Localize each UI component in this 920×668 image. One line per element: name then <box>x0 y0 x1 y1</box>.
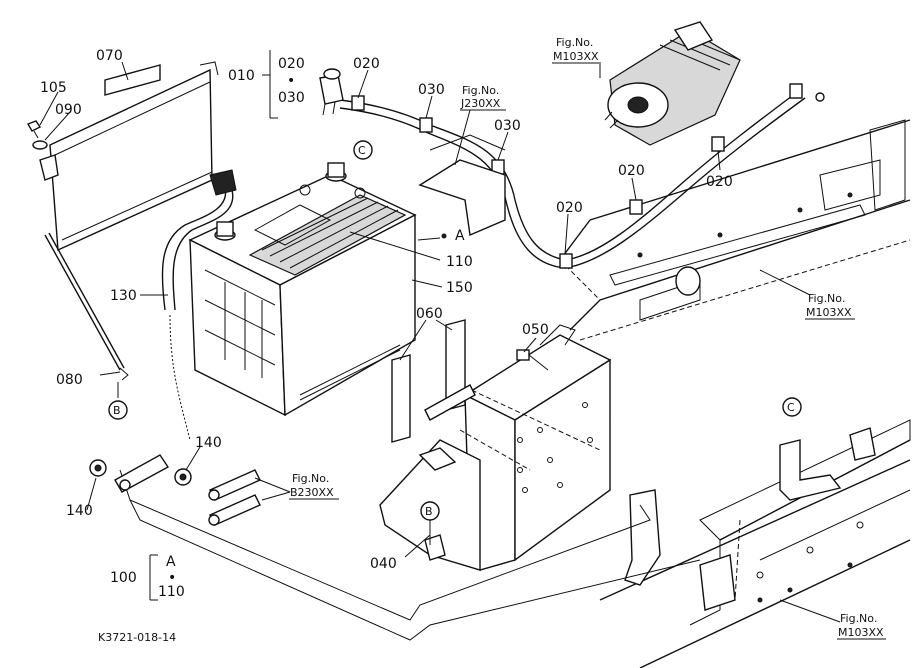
harness-cable <box>319 68 806 269</box>
svg-text:Fig.No.: Fig.No. <box>462 84 499 97</box>
svg-text:B: B <box>425 505 433 518</box>
label-100: 100 <box>110 570 137 586</box>
fig-ref-m103-bot: Fig.No. M103XX <box>837 612 886 640</box>
svg-text:C: C <box>358 144 366 157</box>
label-020-b: 020 <box>618 163 645 179</box>
label-080: 080 <box>56 372 83 388</box>
label-070: 070 <box>96 48 123 64</box>
svg-text:M103XX: M103XX <box>553 50 599 63</box>
svg-text:B: B <box>113 404 121 417</box>
label-020-top: 020 <box>353 56 380 72</box>
label-130: 130 <box>110 288 137 304</box>
svg-text:M103XX: M103XX <box>838 626 884 639</box>
leader-lines <box>39 50 841 623</box>
washer-090-icon <box>32 140 48 150</box>
label-010-030: 030 <box>278 90 305 106</box>
callout-b-center: B <box>420 501 440 521</box>
battery <box>188 162 417 417</box>
fig-ref-m103-top: Fig.No. M103XX <box>552 36 601 64</box>
bracket-j230 <box>418 134 506 237</box>
label-010-020: 020 <box>278 56 305 72</box>
label-010-dot: • <box>287 73 295 89</box>
label-140-right: 140 <box>195 435 222 451</box>
label-040: 040 <box>370 556 397 572</box>
label-140-left: 140 <box>66 503 93 519</box>
svg-text:M103XX: M103XX <box>806 306 852 319</box>
label-110: 110 <box>446 254 473 270</box>
label-150: 150 <box>446 280 473 296</box>
callout-c-top: C <box>353 140 373 160</box>
label-020-c: 020 <box>706 174 733 190</box>
tractor-frame <box>119 119 911 668</box>
terminal-right-140 <box>174 468 261 526</box>
label-105: 105 <box>40 80 67 96</box>
label-A: A <box>455 228 465 244</box>
starter-motor <box>604 21 825 146</box>
callout-c-right: C <box>782 397 802 417</box>
label-090: 090 <box>55 102 82 118</box>
svg-text:Fig.No.: Fig.No. <box>556 36 593 49</box>
fig-ref-j230: Fig.No. J230XX <box>460 84 506 111</box>
svg-text:B230XX: B230XX <box>290 486 334 499</box>
callout-b-left: B <box>108 400 128 420</box>
diagram-code: K3721-018-14 <box>98 631 176 644</box>
label-030-mid: 030 <box>418 82 445 98</box>
terminal-left-140 <box>89 454 170 493</box>
svg-text:Fig.No.: Fig.No. <box>840 612 877 625</box>
front-cover-070 <box>39 61 219 381</box>
svg-text:C: C <box>787 401 795 414</box>
label-100-110: 110 <box>158 584 185 600</box>
bolt-105-icon <box>26 120 42 139</box>
label-050: 050 <box>522 322 549 338</box>
svg-text:Fig.No.: Fig.No. <box>808 292 845 305</box>
label-060: 060 <box>416 306 443 322</box>
bolt-050-icon <box>516 349 549 371</box>
svg-text:Fig.No.: Fig.No. <box>292 472 329 485</box>
fig-ref-b230: Fig.No. B230XX <box>289 472 339 500</box>
spacer-060 <box>391 319 476 443</box>
battery-tray-040 <box>379 324 612 571</box>
fig-ref-m103-mid: Fig.No. M103XX <box>805 292 855 320</box>
label-010: 010 <box>228 68 255 84</box>
label-020-a: 020 <box>556 200 583 216</box>
cable-130 <box>161 169 237 441</box>
svg-text:J230XX: J230XX <box>460 97 501 110</box>
label-030-right: 030 <box>494 118 521 134</box>
label-100-dot: • <box>168 570 176 586</box>
label-100-A: A <box>166 554 176 570</box>
